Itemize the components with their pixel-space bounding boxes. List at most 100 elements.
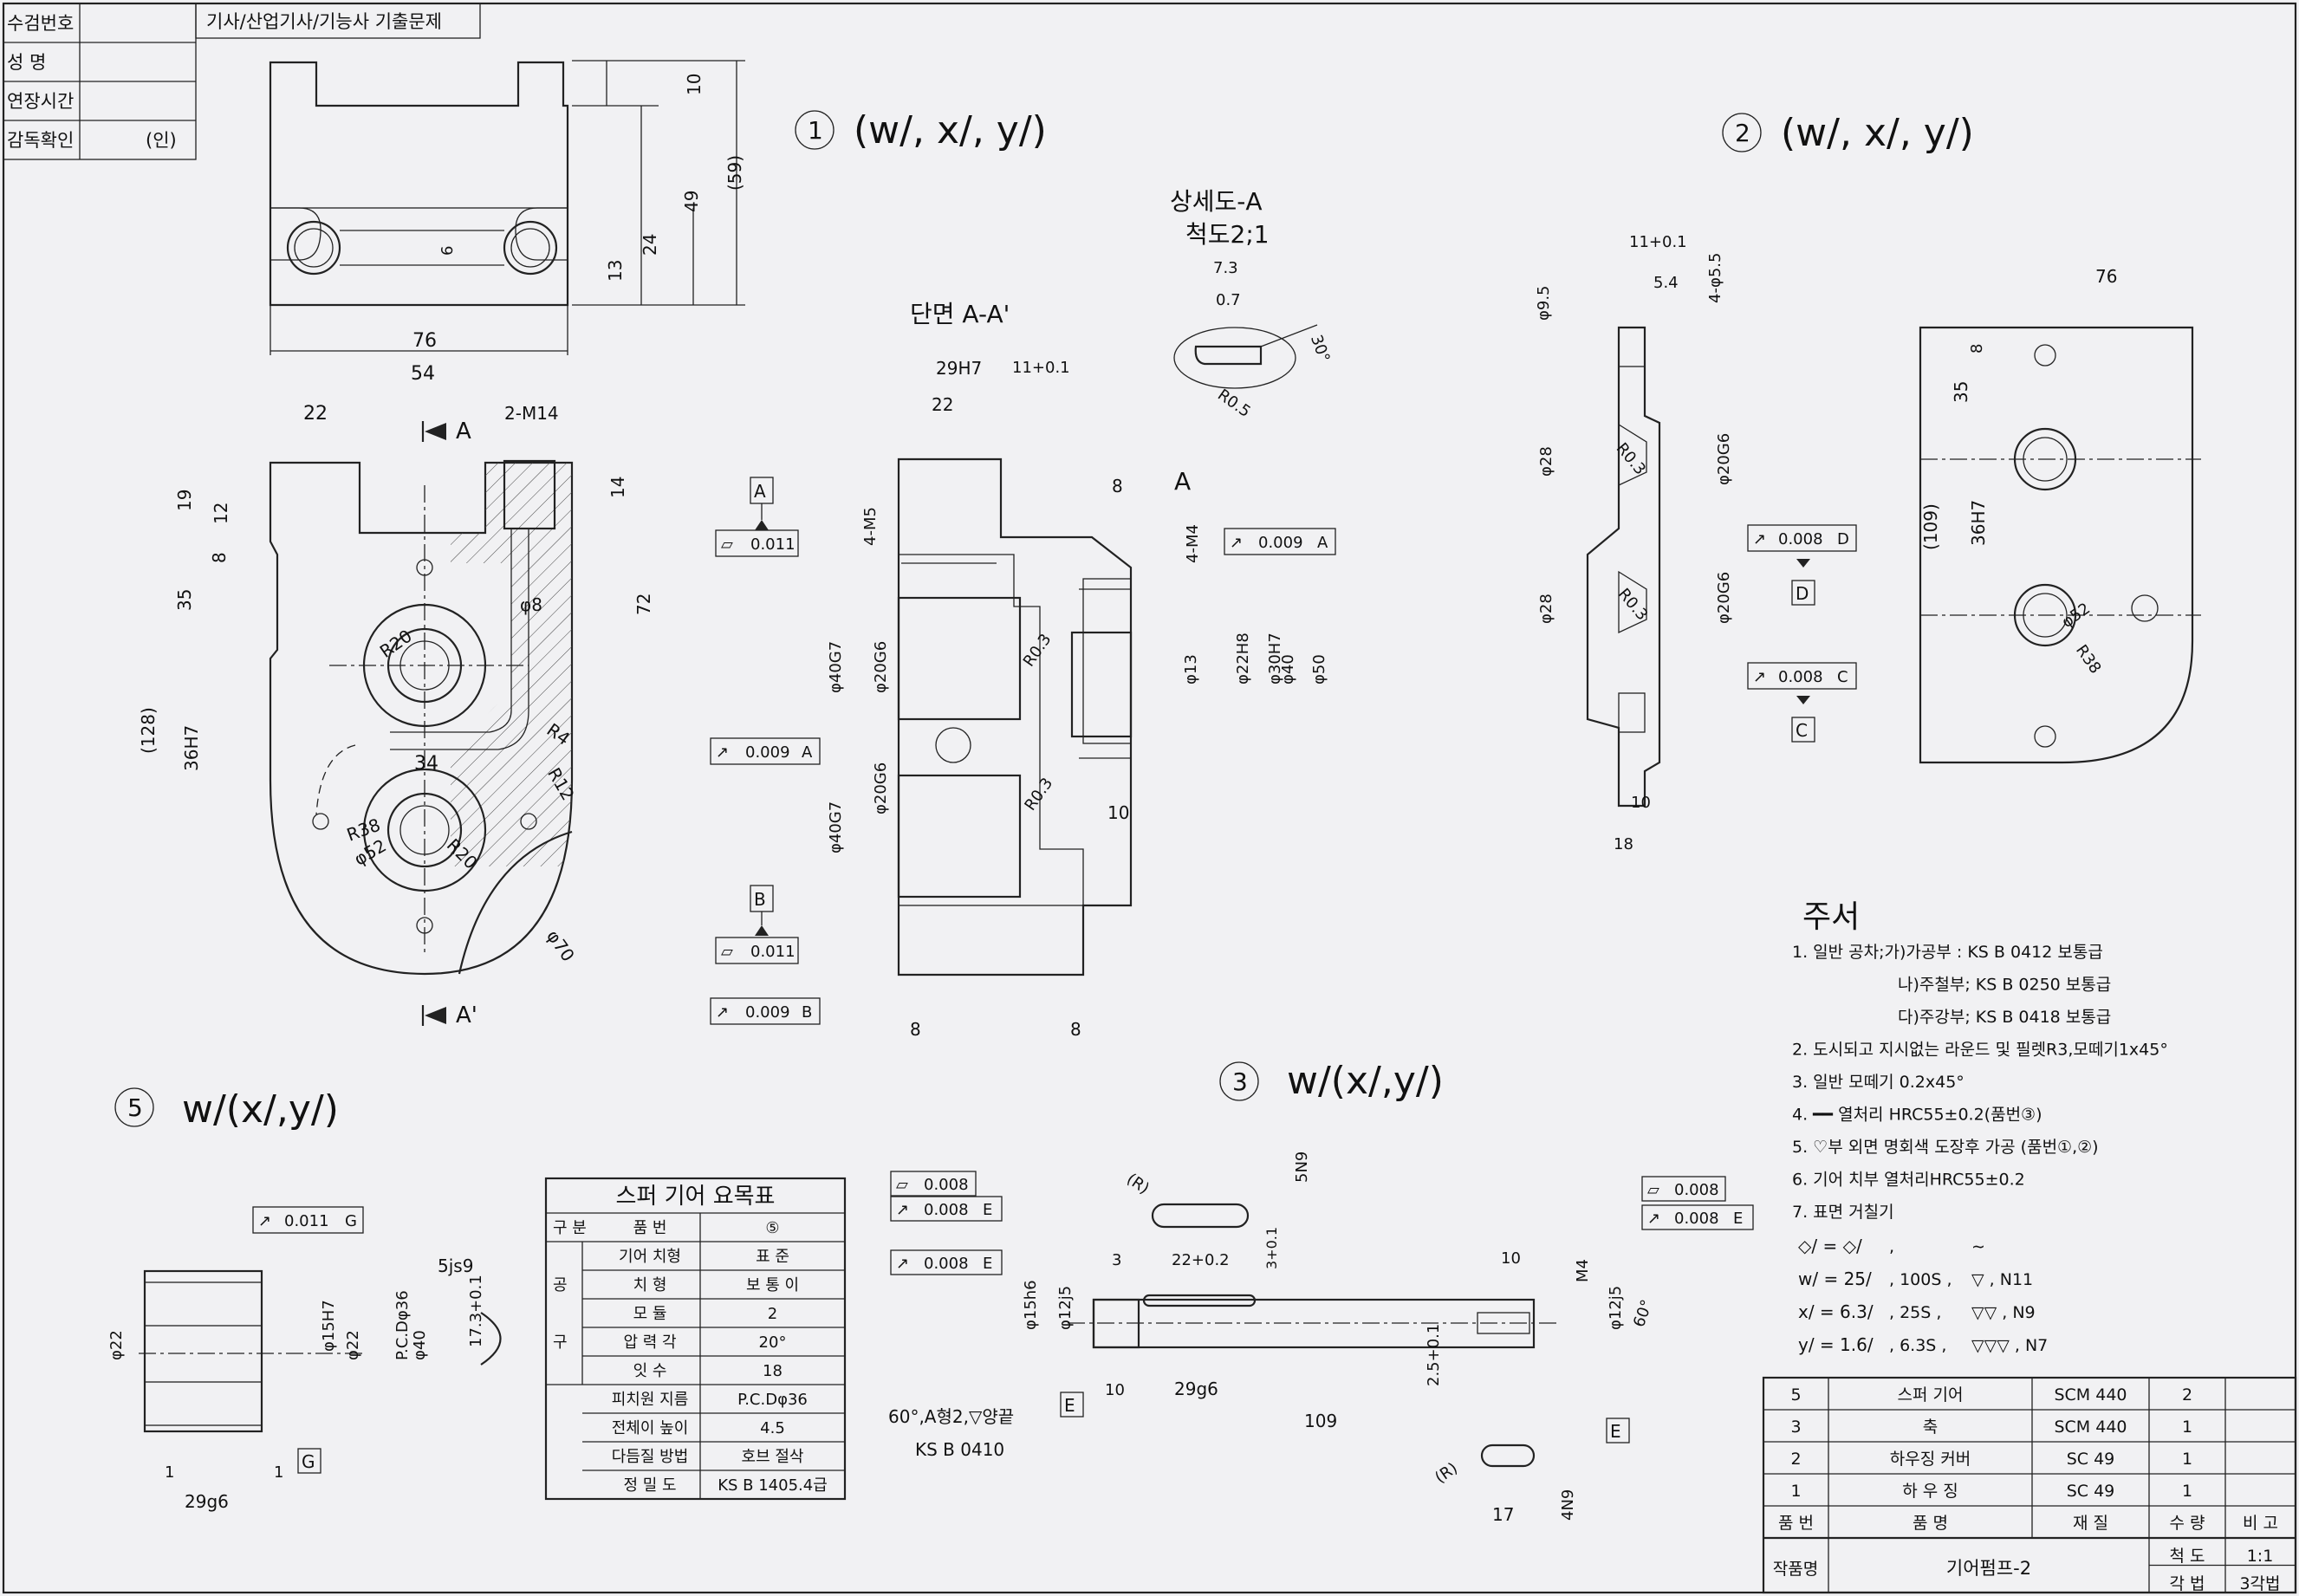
dim-p1-76: 76 [412,330,437,352]
dim-p1-13: 13 [605,260,626,282]
header-stamp: (인) [146,130,177,151]
part1-number: 1 [808,116,823,145]
dim-p2-phi28a: φ28 [1537,446,1555,477]
fcf-runout-c-sym: ↗ [1753,668,1766,686]
notes-rough-finish: ▽ , N11 [1971,1270,2033,1289]
part5-gear-view [139,1269,502,1433]
gear-table-value-cell: P.C.Dφ36 [737,1391,808,1409]
dim-p1-24: 24 [640,234,660,256]
fcf-flat-a-sym: ▱ [721,535,733,554]
notes-rough-ra: , 100S , [1889,1270,1952,1289]
dim-p2-phi20g6b: φ20G6 [1715,572,1733,624]
fcf-runout-e1-ref: E [983,1201,992,1219]
notes-rough-symbol: ◇/ = ◇/ [1798,1236,1862,1256]
parts-list-cell: 하우징 커버 [1890,1450,1971,1469]
dim-p1-6: 6 [438,246,457,256]
notes-rough-symbol: y/ = 1.6/ [1798,1334,1874,1355]
dim-p1-72: 72 [633,594,654,615]
fcf-runout-a-sym: ↗ [716,743,729,762]
fcf-runout-b-sym: ↗ [716,1003,729,1022]
parts-list-cell: 스퍼 기어 [1898,1385,1964,1405]
dim-p1-34: 34 [414,753,438,775]
fcf-runout-d-value: 0.008 [1778,530,1823,548]
fcf-runout-a [710,737,821,765]
dim-detail-7-3: 7.3 [1213,259,1238,277]
shaft-note-center: 60°,A형2,▽양끝 [888,1406,1014,1427]
notes-rough-ra: , [1889,1237,1894,1256]
gear-table-value-cell: 2 [768,1305,777,1323]
notes-rough-finish: ▽▽▽ , N7 [1971,1336,2048,1355]
part5-number-circle [114,1087,154,1127]
dim-p1-2-m14: 2-M14 [504,403,559,424]
projection-label: 각 법 [2170,1574,2205,1593]
detail-view [1173,324,1318,389]
gear-table-value-cell: 호브 절삭 [742,1448,804,1466]
header-field-supervisor: 감독확인 [7,130,74,151]
dim-p3-17: 17 [1492,1504,1514,1525]
dim-sec-phi40g7-b: φ40G7 [827,801,845,853]
dim-p2-36h7: 36H7 [1968,500,1989,546]
projection-value: 3각법 [2239,1574,2280,1593]
fcf-runout-e2-value: 0.008 [924,1255,969,1273]
dim-sec-phi13: φ13 [1182,654,1200,684]
datum-g-label: G [302,1451,315,1472]
dim-p3-2-5: 2.5+0.1 [1425,1324,1443,1386]
gear-table-label-cell: 잇 수 [633,1362,667,1380]
dim-p3-3: 3 [1112,1251,1121,1269]
notes-line: 7. 표면 거칠기 [1792,1203,1894,1222]
fcf-runout-g-value: 0.011 [284,1212,329,1230]
detail-mark-a: A [1174,467,1191,496]
part5-surface-symbols: w/(x/,y/) [182,1087,339,1132]
fcf-flat-e1 [890,1171,977,1197]
dim-p3-phi12j5b: φ12j5 [1607,1286,1625,1330]
parts-list-cell: 비 고 [2243,1514,2278,1533]
gear-table-group-cell: 공 [553,1276,568,1294]
gear-table-label-cell: 품 번 [633,1219,667,1237]
dim-p3-phi12j5a: φ12j5 [1056,1286,1075,1330]
parts-list-cell: 2 [1790,1450,1801,1469]
dim-p2-phi28b: φ28 [1537,594,1555,624]
gear-table-label-cell: 다듬질 방법 [612,1448,689,1466]
datum-g-box [297,1448,321,1474]
parts-list-cell: 품 명 [1913,1514,1948,1533]
fcf-runout-g [252,1206,364,1234]
dim-p5-29g6: 29g6 [185,1491,229,1512]
part2-surface-symbols: (w/, x/, y/) [1781,111,1974,155]
dim-p3-29g6: 29g6 [1174,1379,1218,1399]
part3-shaft-view [1068,1203,1560,1468]
dim-sec-4-m4: 4-M4 [1184,524,1202,563]
detail-title: 상세도-A [1170,187,1263,216]
notes-line: 나)주철부; KS B 0250 보통급 [1898,976,2111,995]
notes-line: 5. ♡부 외면 명회색 도장후 가공 (품번①,②) [1792,1138,2099,1157]
fcf-datum-a [750,477,774,530]
dim-p5-1a: 1 [165,1463,174,1482]
fcf-runout-g-ref: G [345,1212,357,1230]
part5-number: 5 [127,1093,143,1122]
part3-number-circle [1219,1061,1259,1101]
dim-p5-pcd36: P.C.Dφ36 [393,1290,412,1360]
dim-p5-phi22b: φ22 [344,1330,362,1360]
part3-surface-symbols: w/(x/,y/) [1287,1059,1444,1103]
dim-p3-3-01: 3+0.1 [1263,1227,1280,1269]
fcf-runout-b-value: 0.009 [745,1003,790,1022]
dim-p3-22: 22+0.2 [1172,1251,1230,1269]
shaft-note-ks: KS B 0410 [915,1439,1004,1460]
parts-list-cell: SC 49 [2067,1482,2115,1501]
dim-p1-14: 14 [607,477,628,498]
gear-table-group-cell: 구 [553,1333,568,1352]
part2-number-circle [1722,113,1762,152]
dim-sec-10: 10 [1107,802,1129,823]
datum-e1-box [1060,1392,1084,1418]
gear-table-value-cell: 4.5 [760,1419,785,1437]
parts-list-cell: SC 49 [2067,1450,2115,1469]
gear-table-label-cell: 정 밀 도 [623,1476,676,1495]
dim-sec-4-m5: 4-M5 [861,507,880,546]
dim-sec-phi40: φ40 [1279,654,1297,684]
dim-p2-76: 76 [2095,266,2117,287]
fcf-runout-e3-sym: ↗ [1647,1210,1660,1228]
section-title: 단면 A-A' [910,300,1010,328]
fcf-runout-d [1747,524,1857,552]
datum-c-label: C [1796,720,1808,741]
gear-table-title: 스퍼 기어 요목표 [616,1184,776,1210]
